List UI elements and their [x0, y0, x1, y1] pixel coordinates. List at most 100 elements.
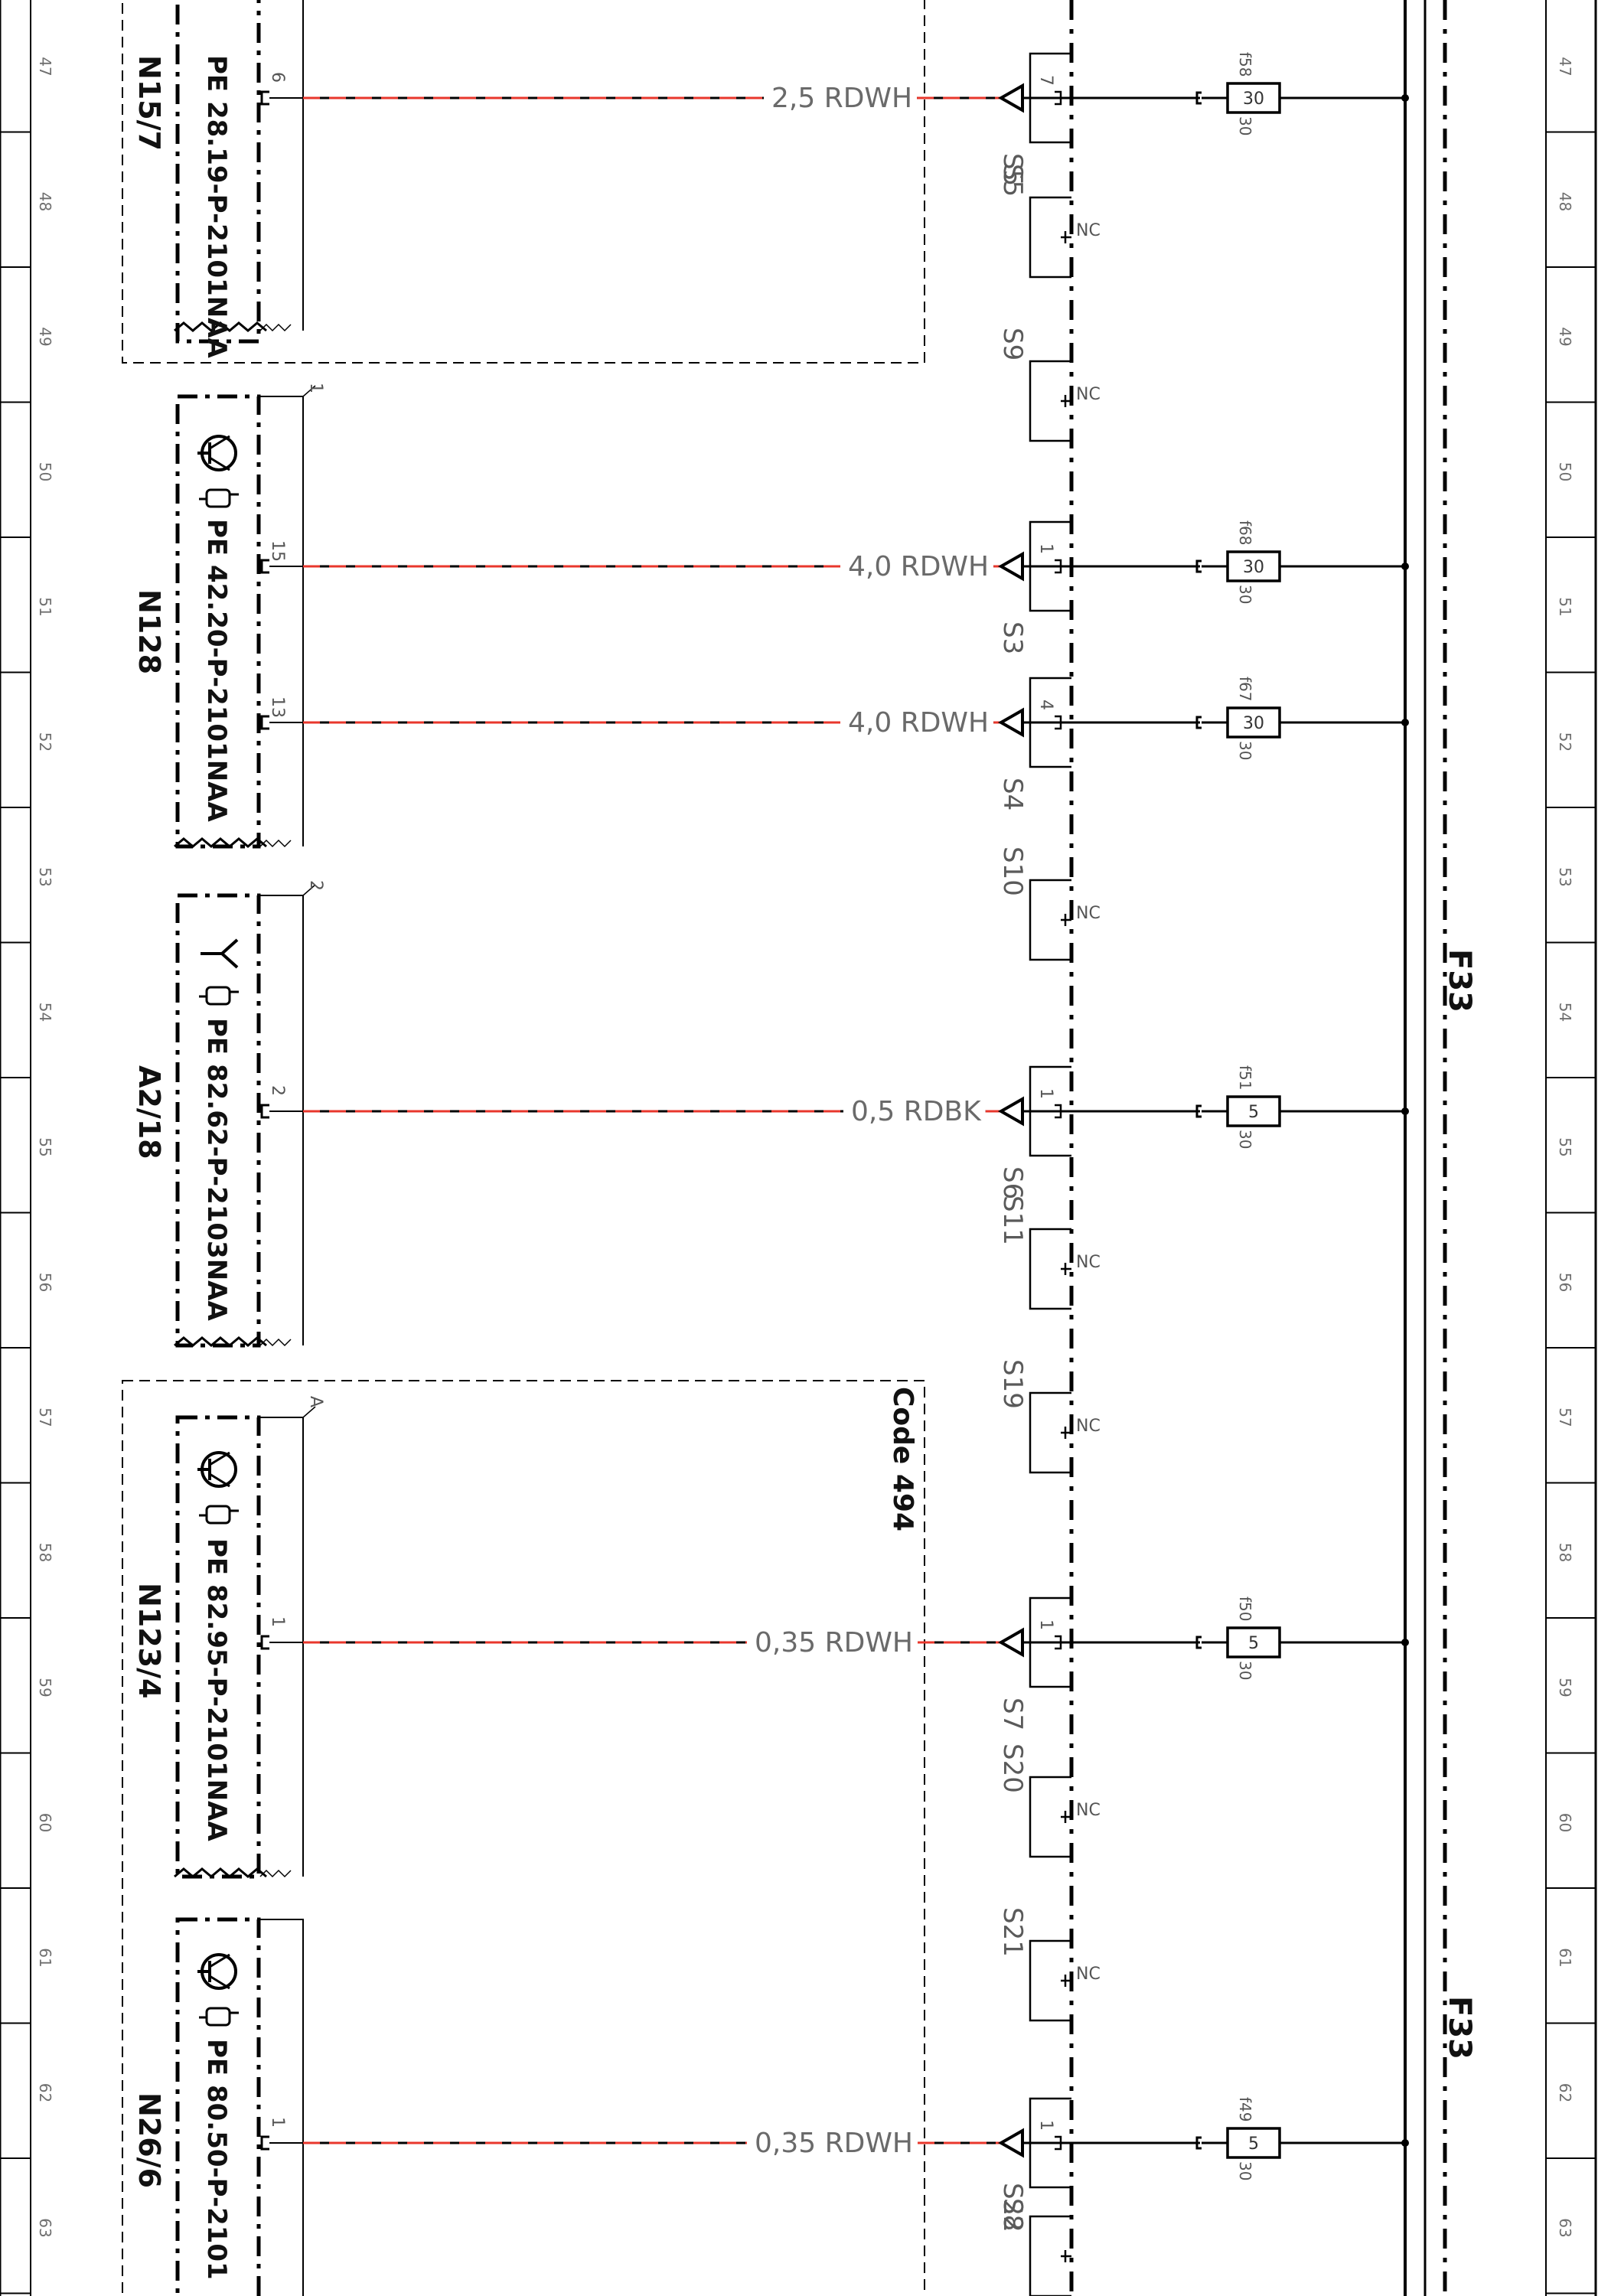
component-doc-ref: PE 80.50-P-2101	[201, 2039, 232, 2280]
component-doc-ref: PE 42.20-P-2101NAA	[201, 519, 232, 822]
hand-pointer-icon	[199, 1505, 239, 1525]
grid-row-label: 51	[36, 597, 54, 616]
grid-row-label: 49	[1556, 327, 1574, 346]
wire-label: 4,0 RDWH	[848, 551, 989, 582]
fuse-block-label: F33	[1442, 949, 1477, 1013]
grid-row-label: 61	[36, 1948, 54, 1967]
slot-pin-label: 1	[1036, 1619, 1055, 1630]
slot-label: S6	[997, 1166, 1028, 1199]
wire-label: 0,35 RDWH	[755, 1627, 913, 1658]
fuse-icon	[1226, 1626, 1281, 1658]
component-id: N26/6	[132, 2092, 166, 2188]
transistor-icon	[197, 1953, 237, 1990]
slot-pin-label: 1	[1036, 543, 1055, 554]
component-pin-label: 1	[268, 1616, 287, 1627]
wire-label: 0,5 RDBK	[851, 1096, 982, 1127]
component-pin-label: 2	[268, 1085, 287, 1096]
component-n128: 1 PE 42.20-P-2101NAA N128	[132, 383, 325, 849]
plug-arrow-icon	[997, 2128, 1024, 2158]
fuse-rating: 30	[1243, 90, 1264, 109]
slot-label: S3	[997, 621, 1028, 654]
slot-pin-label: 1	[1036, 1088, 1055, 1099]
grid-row-label: 57	[36, 1407, 54, 1427]
slot-status: NC	[1076, 1801, 1101, 1820]
fuse-id: f51	[1236, 1065, 1254, 1091]
slot-pin-label: 7	[1036, 75, 1055, 86]
slot-label: S20	[997, 1743, 1028, 1793]
component-doc-ref: PE 82.62-P-2103NAA	[201, 1018, 232, 1321]
component-id: N15/7	[132, 55, 166, 151]
grid-row-label: 62	[1556, 2083, 1574, 2102]
fuse-terminal: 30	[1236, 116, 1254, 135]
slot-label: S21	[997, 1907, 1028, 1957]
component-id: N123/4	[132, 1583, 166, 1698]
fuse-block-frame: F33 F33	[1069, 0, 1477, 2296]
slot-label: S19	[997, 1359, 1028, 1409]
transistor-icon	[197, 1451, 237, 1488]
grid-row-label: 63	[1556, 2218, 1574, 2237]
option-boxes: Code 494	[122, 0, 925, 2296]
grid-row-label: 55	[36, 1137, 54, 1156]
grid-row-label: 60	[36, 1813, 54, 1832]
hand-pointer-icon	[199, 488, 239, 508]
component-doc-ref: PE 28.19-P-2101NAA	[201, 55, 232, 358]
slot-pin-label: 4	[1036, 700, 1055, 710]
plug-arrow-icon	[997, 1096, 1024, 1127]
fuse-rating: 5	[1248, 2135, 1259, 2154]
slot-status: NC	[1076, 1417, 1101, 1436]
fuse-icon	[1226, 2127, 1281, 2159]
fuse-terminal: 30	[1236, 2161, 1254, 2180]
grid-row-label: 48	[36, 192, 54, 211]
fuse-rating: 30	[1243, 558, 1264, 577]
fuse-terminal: 30	[1236, 1130, 1254, 1149]
component-pin-label: 13	[268, 696, 287, 718]
grid-row-label: 48	[1556, 192, 1574, 211]
grid-row-label: 56	[1556, 1273, 1574, 1292]
grid-row-label: 59	[36, 1678, 54, 1697]
hand-pointer-icon	[199, 986, 239, 1006]
wire-label: 2,5 RDWH	[771, 83, 912, 114]
grid-row-label: 50	[36, 462, 54, 481]
component-n15-7: PE 28.19-P-2101NAA N15/7	[132, 0, 304, 358]
fuse-id: f67	[1236, 677, 1254, 702]
component-id: N128	[132, 589, 166, 674]
fuse-icon	[1226, 706, 1281, 739]
fuse-rating: 5	[1248, 1634, 1259, 1653]
grid-row-label: 54	[1556, 1003, 1574, 1022]
grid-row-label: 53	[1556, 867, 1574, 886]
slot-label: S4	[997, 778, 1028, 810]
slot-label: S8	[997, 2198, 1028, 2231]
antenna-icon	[201, 938, 239, 969]
code-label: Code 494	[887, 1387, 918, 1531]
plug-arrow-icon	[997, 83, 1024, 113]
slot-label: S5	[997, 164, 1028, 197]
fuse-terminal: 30	[1236, 1661, 1254, 1680]
slot-status: NC	[1076, 1965, 1101, 1984]
slot-status: NC	[1076, 221, 1101, 240]
grid-row-label: 61	[1556, 1948, 1574, 1967]
grid-row-label: 63	[36, 2218, 54, 2237]
fuse-rating: 30	[1243, 714, 1264, 733]
grid-row-label: 58	[36, 1543, 54, 1562]
component-n123-4: A PE 82.95-P-2101NAA N123/4	[132, 1396, 325, 1879]
plug-arrow-icon	[997, 1627, 1024, 1658]
slot-pin-label: 1	[1036, 2120, 1055, 2131]
hand-pointer-icon	[199, 2007, 239, 2027]
component-pin-label: 1	[268, 2117, 287, 2128]
component-corner-label: A	[306, 1396, 325, 1407]
grid-row-label: 47	[36, 57, 54, 76]
